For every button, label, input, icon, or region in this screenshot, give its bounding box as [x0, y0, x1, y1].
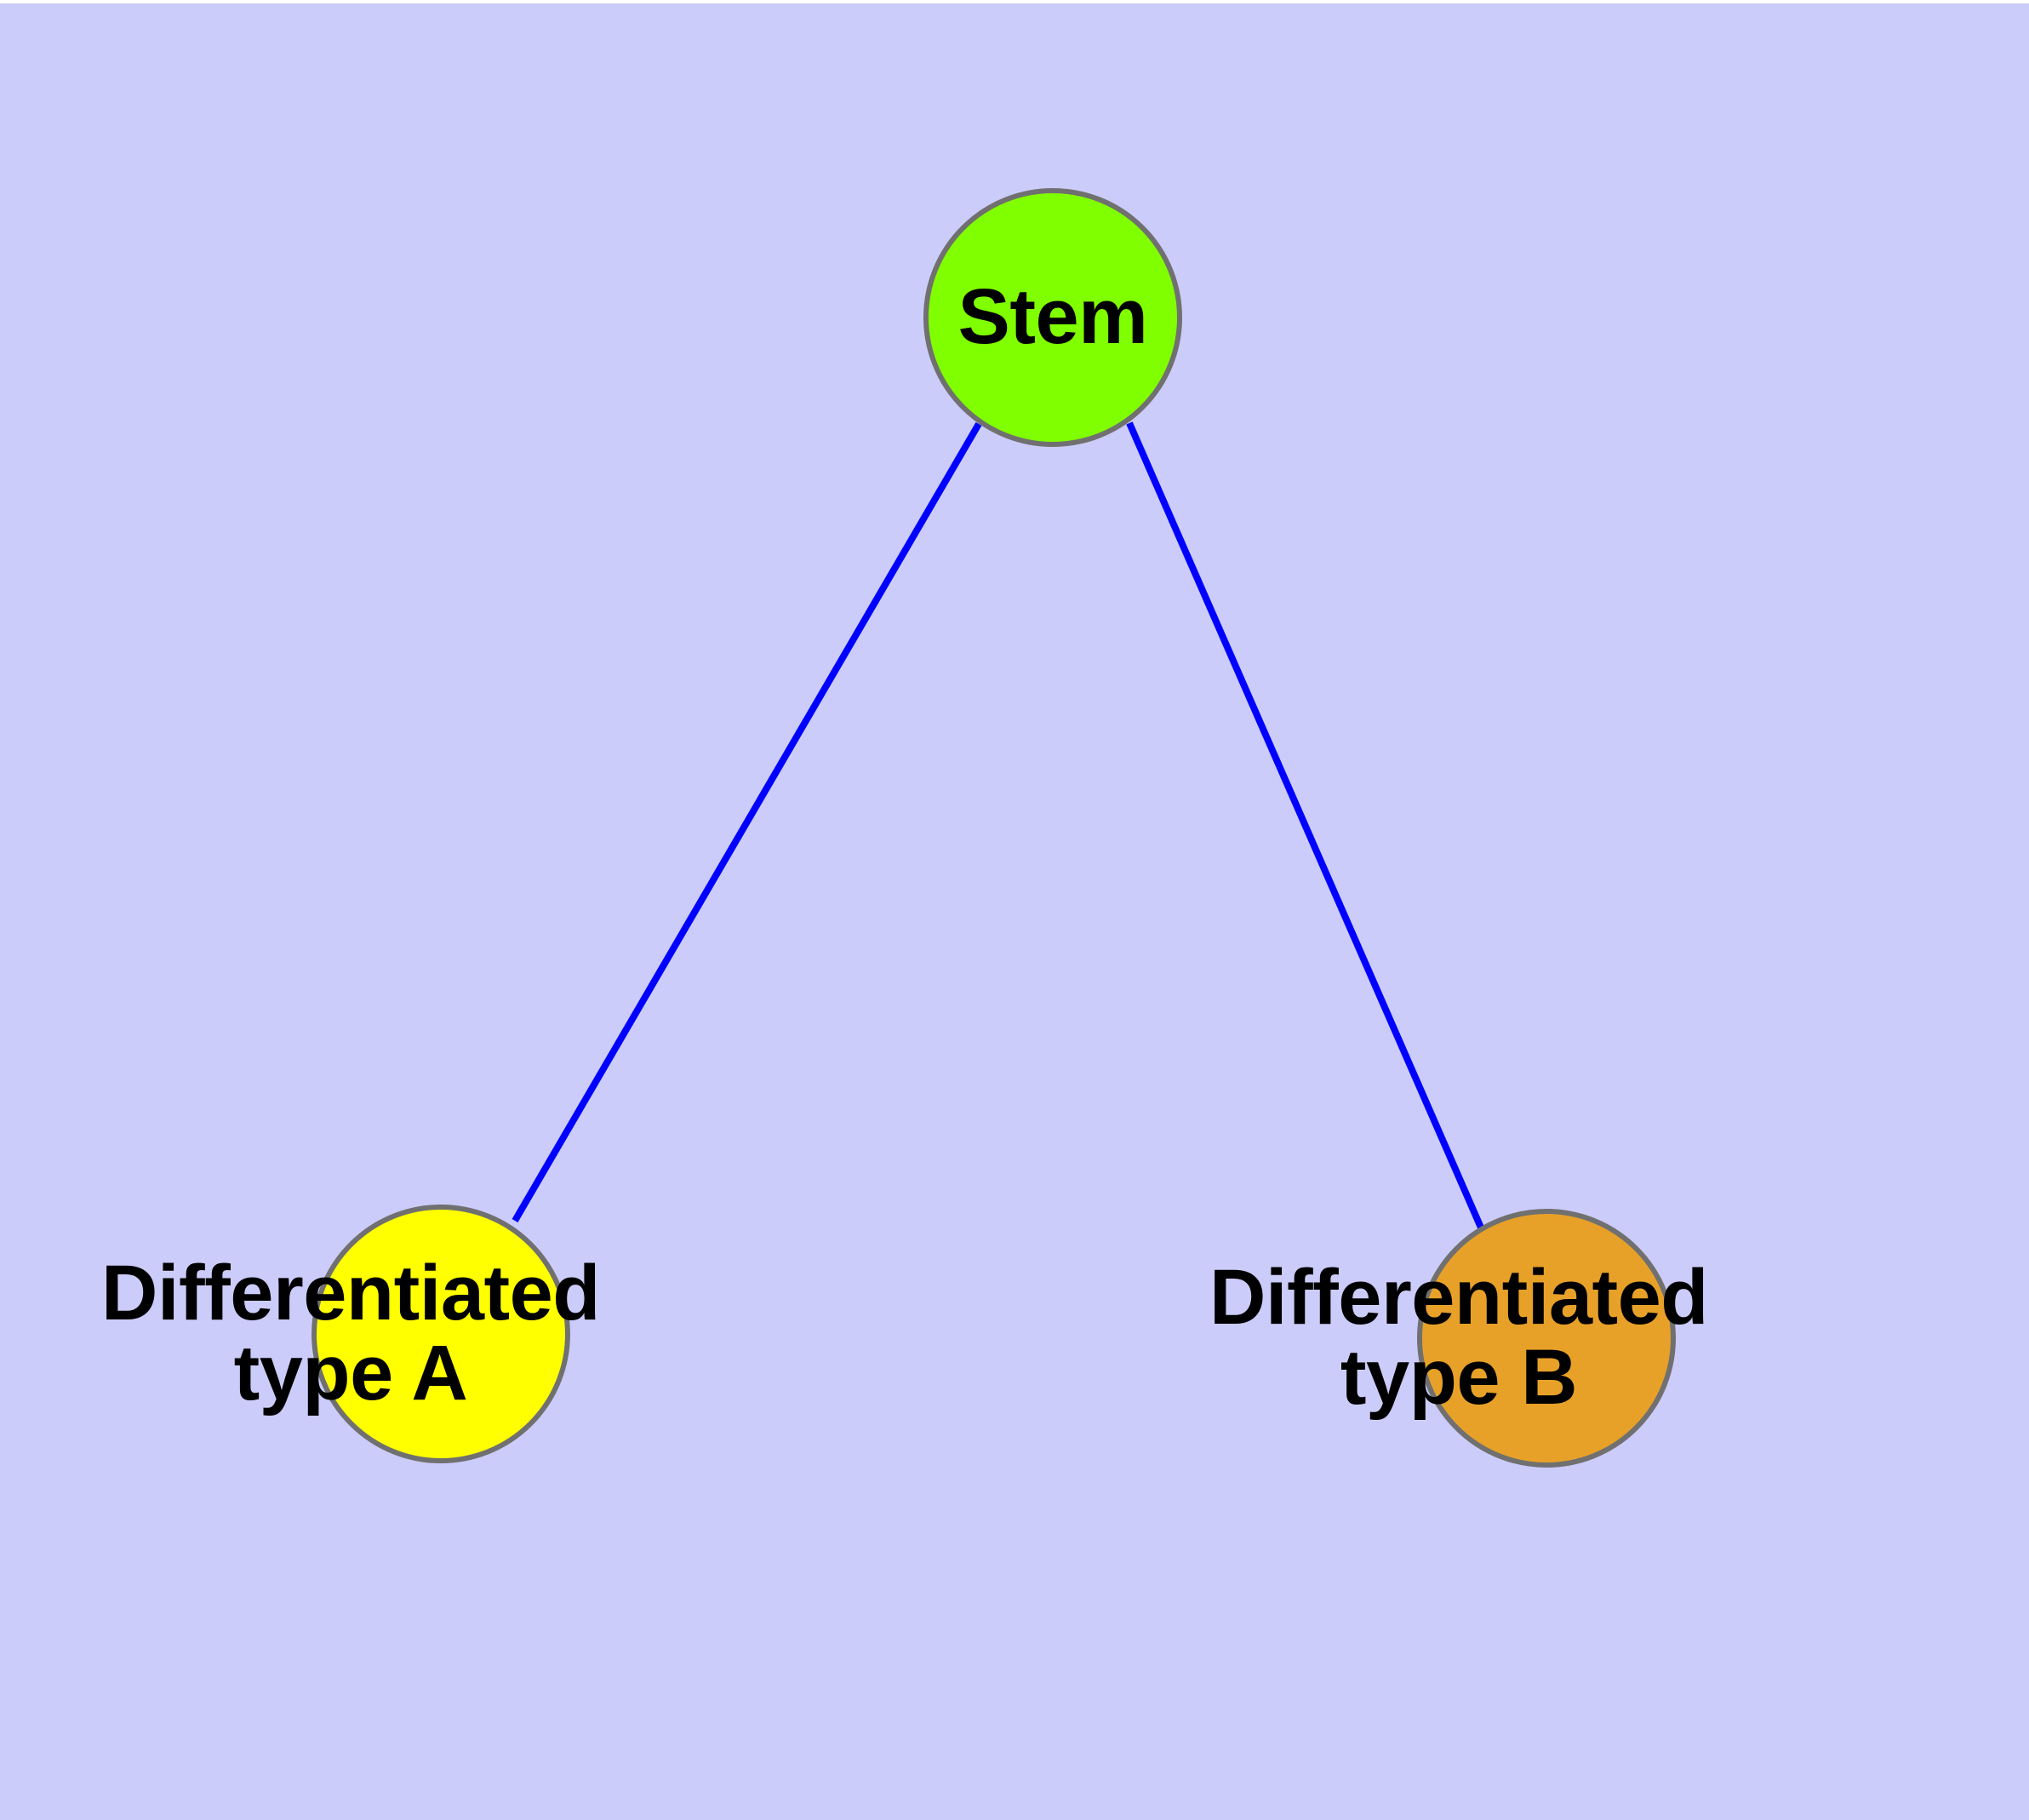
node-stem[interactable]	[923, 188, 1182, 447]
node-layer	[311, 188, 1676, 1468]
node-label-line-1: Differentiated	[101, 1250, 600, 1337]
node-differentiated-type-b[interactable]	[1417, 1209, 1676, 1468]
node-differentiated-type-a[interactable]	[311, 1205, 570, 1463]
node-label-stem: Stem	[957, 273, 1148, 361]
node-label-line-2: type B	[1340, 1334, 1578, 1421]
node-label-line-2: type A	[233, 1330, 468, 1417]
edge-layer	[512, 421, 1484, 1229]
node-label-line-1: Differentiated	[1209, 1254, 1708, 1342]
edge-stem-to-differentiated-type-a	[512, 421, 982, 1223]
edge-stem-to-differentiated-type-b	[1126, 421, 1484, 1229]
